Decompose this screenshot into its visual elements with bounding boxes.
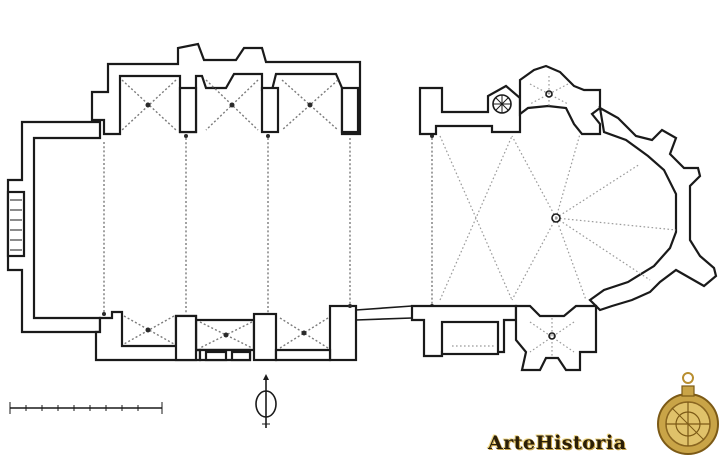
nave-south-wall [94, 304, 358, 362]
scale-bar [9, 402, 163, 414]
astrolabe-icon [657, 372, 719, 455]
north-arrow-icon [255, 374, 277, 428]
west-facade [6, 120, 102, 334]
choir-and-apse [355, 64, 718, 372]
nave-north-wall [90, 42, 362, 136]
brand-label: ArteHistoria [488, 432, 627, 454]
brand-logo[interactable]: ArteHistoria [488, 428, 626, 458]
